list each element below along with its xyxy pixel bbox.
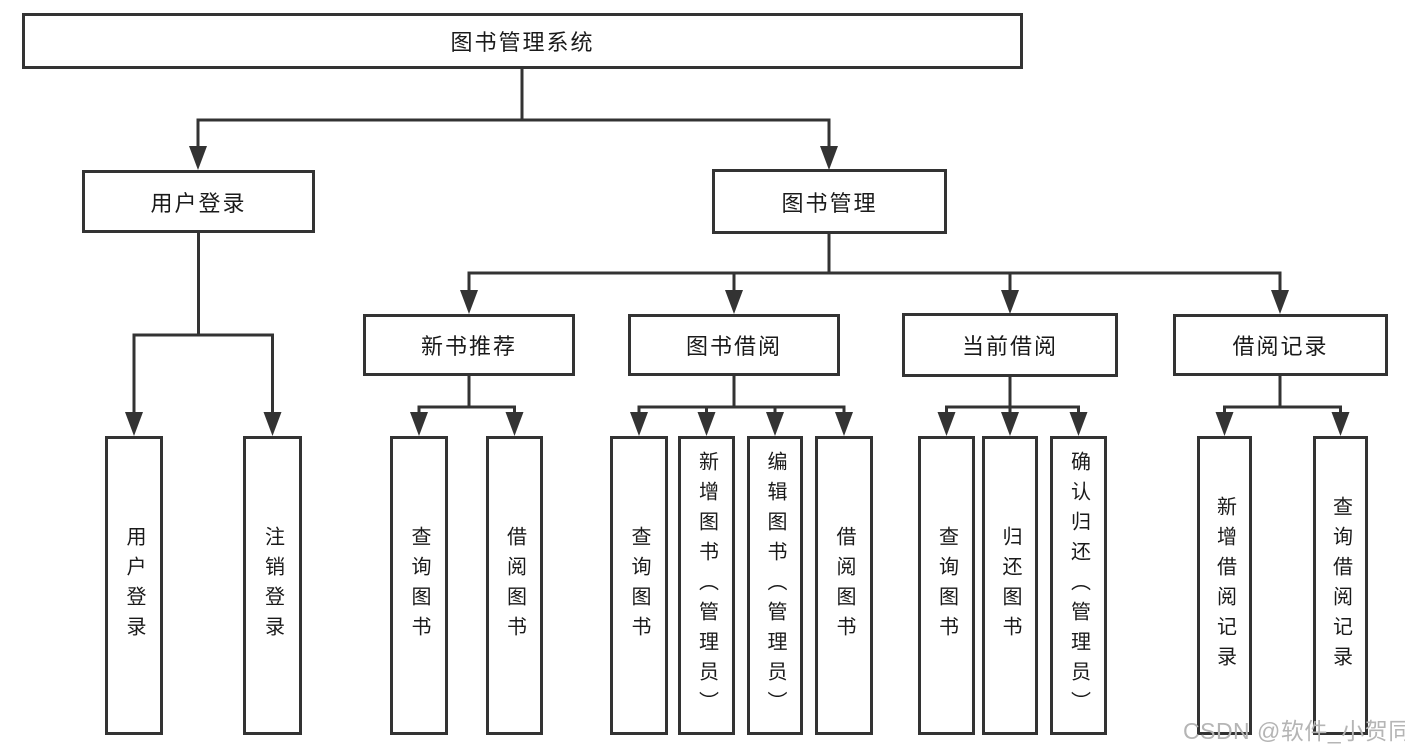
node-label: 借阅图书 [503,525,526,646]
node-add-borrow-record: 新增借阅记录 [1197,436,1252,735]
node-query-borrow-record: 查询借阅记录 [1313,436,1368,735]
node-label: 归还图书 [999,525,1021,646]
node-root-system: 图书管理系统 [22,13,1023,69]
node-label: 新增借阅记录 [1213,495,1236,676]
node-logout: 注销登录 [243,436,302,735]
node-borrowing-records: 借阅记录 [1173,314,1388,376]
node-label: 新增图书（管理员） [695,450,718,721]
node-label: 查询图书 [935,525,958,646]
node-query-books-1: 查询图书 [390,436,448,735]
node-label: 图书管理 [781,190,878,216]
node-label: 新书推荐 [420,334,517,359]
node-current-borrowing: 当前借阅 [902,313,1118,377]
node-borrow-books-1: 借阅图书 [486,436,543,735]
node-borrow-books-2: 借阅图书 [815,436,873,735]
node-query-books-3: 查询图书 [918,436,975,735]
node-query-books-2: 查询图书 [610,436,668,735]
node-confirm-return-admin: 确认归还（管理员） [1050,436,1107,735]
node-label: 查询图书 [408,525,430,646]
node-user-login: 用户登录 [105,436,163,735]
csdn-watermark: CSDN @软件_小贺同学 [1183,718,1405,744]
node-return-books: 归还图书 [982,436,1038,735]
node-label: 注销登录 [261,525,284,646]
node-label: 用户登录 [123,525,145,646]
node-label: 当前借阅 [961,334,1058,359]
node-label: 查询借阅记录 [1329,495,1352,676]
node-label: 借阅图书 [833,525,855,646]
node-user-login-group: 用户登录 [82,170,315,233]
node-new-book-recommend: 新书推荐 [363,314,575,376]
node-label: 借阅记录 [1232,334,1329,359]
node-edit-books-admin: 编辑图书（管理员） [747,436,803,735]
node-book-borrowing: 图书借阅 [628,314,840,376]
node-label: 确认归还（管理员） [1067,450,1090,721]
node-label: 图书借阅 [685,334,782,359]
node-label: 图书管理系统 [450,30,595,55]
node-add-books-admin: 新增图书（管理员） [678,436,735,735]
node-label: 编辑图书（管理员） [764,450,786,721]
node-label: 用户登录 [150,190,247,216]
node-book-management: 图书管理 [712,169,947,234]
node-label: 查询图书 [628,525,650,646]
